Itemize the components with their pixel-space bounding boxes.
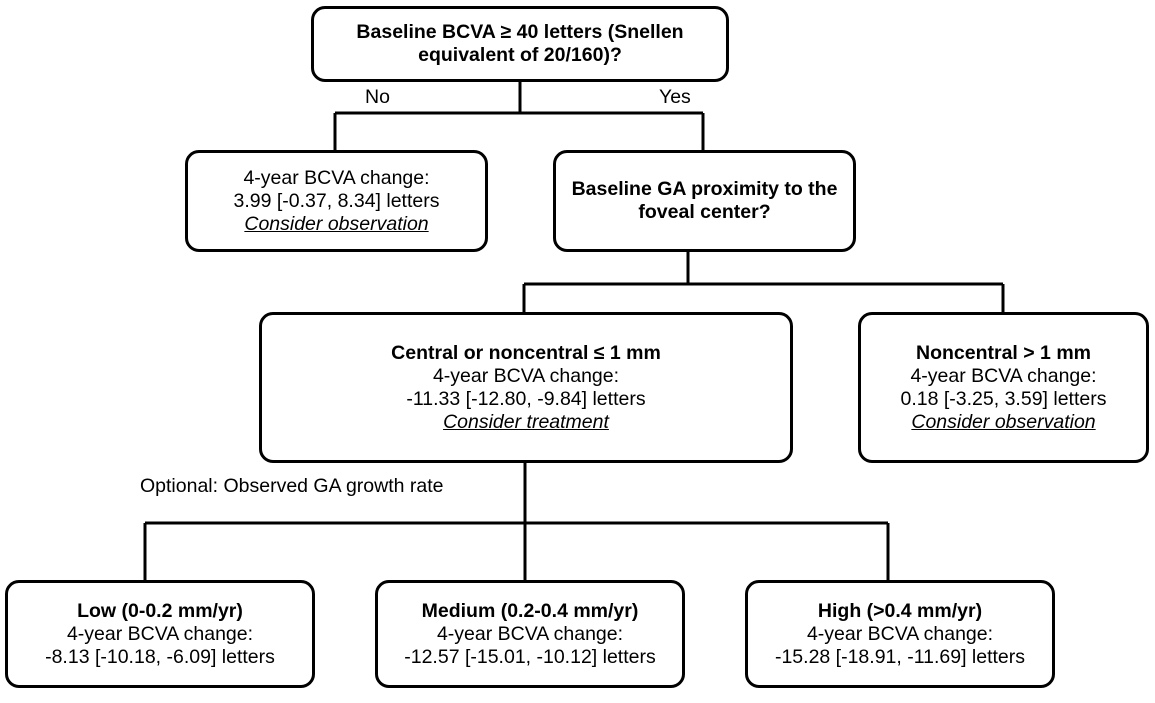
noncentral-line-2: 4-year BCVA change: <box>910 364 1097 387</box>
medium-line-1: Medium (0.2-0.4 mm/yr) <box>421 599 639 622</box>
low-line-3: -8.13 [-10.18, -6.09] letters <box>45 645 275 668</box>
high-line-1: High (>0.4 mm/yr) <box>817 599 983 622</box>
noncentral-line-1: Noncentral > 1 mm <box>915 341 1091 364</box>
node-root-line-1: Baseline BCVA ≥ 40 letters (Snellen equi… <box>356 21 684 66</box>
medium-line-2: 4-year BCVA change: <box>436 622 624 645</box>
edge-label-no: No <box>365 86 390 108</box>
noncentral-recommendation: Consider observation <box>911 410 1096 433</box>
central-line-2: 4-year BCVA change: <box>432 364 620 387</box>
node-central-or-noncentral-outcome[interactable]: Central or noncentral ≤ 1 mm 4-year BCVA… <box>259 312 793 463</box>
optional-growth-rate-note: Optional: Observed GA growth rate <box>140 475 444 497</box>
no-branch-recommendation: Consider observation <box>244 212 429 235</box>
high-line-3: -15.28 [-18.91, -11.69] letters <box>774 645 1026 668</box>
no-branch-line-1: 4-year BCVA change: <box>243 166 430 189</box>
low-line-1: Low (0-0.2 mm/yr) <box>77 599 243 622</box>
central-line-3: -11.33 [-12.80, -9.84] letters <box>406 387 646 410</box>
noncentral-line-3: 0.18 [-3.25, 3.59] letters <box>900 387 1107 410</box>
node-baseline-bcva-decision[interactable]: Baseline BCVA ≥ 40 letters (Snellen equi… <box>311 6 729 82</box>
central-recommendation: Consider treatment <box>443 410 609 433</box>
node-low-growth-rate-outcome[interactable]: Low (0-0.2 mm/yr) 4-year BCVA change: -8… <box>5 580 315 688</box>
medium-line-3: -12.57 [-15.01, -10.12] letters <box>404 645 656 668</box>
no-branch-line-2: 3.99 [-0.37, 8.34] letters <box>233 189 440 212</box>
high-line-2: 4-year BCVA change: <box>806 622 994 645</box>
node-ga-proximity-decision[interactable]: Baseline GA proximity to the foveal cent… <box>553 150 856 252</box>
edge-label-yes: Yes <box>659 86 691 108</box>
central-line-1: Central or noncentral ≤ 1 mm <box>391 341 661 364</box>
ga-proximity-line-1: Baseline GA proximity to the foveal cent… <box>571 178 838 223</box>
node-noncentral-outcome[interactable]: Noncentral > 1 mm 4-year BCVA change: 0.… <box>858 312 1149 463</box>
node-no-branch-outcome[interactable]: 4-year BCVA change: 3.99 [-0.37, 8.34] l… <box>185 150 488 252</box>
low-line-2: 4-year BCVA change: <box>66 622 254 645</box>
node-medium-growth-rate-outcome[interactable]: Medium (0.2-0.4 mm/yr) 4-year BCVA chang… <box>375 580 685 688</box>
node-high-growth-rate-outcome[interactable]: High (>0.4 mm/yr) 4-year BCVA change: -1… <box>745 580 1055 688</box>
